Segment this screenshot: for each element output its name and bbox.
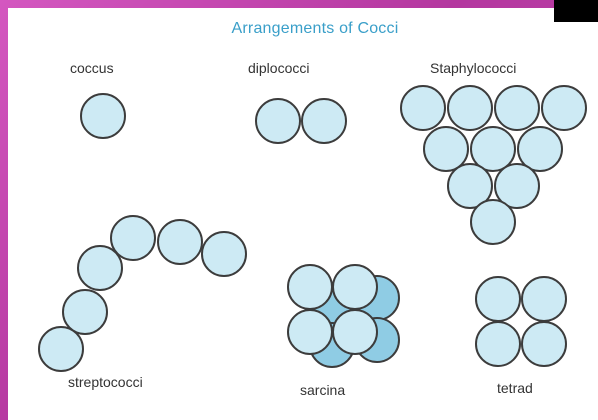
tetrad-cell — [521, 321, 567, 367]
label-sarcina: sarcina — [300, 382, 346, 398]
coccus-group — [80, 93, 126, 139]
sarcina-cell-front — [332, 264, 378, 310]
staphylococcus-cell — [494, 85, 540, 131]
corner-block — [554, 0, 598, 22]
sarcina-cell-front — [287, 309, 333, 355]
streptococcus-cell — [38, 326, 84, 372]
sarcina-cell-front — [332, 309, 378, 355]
streptococcus-cell — [201, 231, 247, 277]
diplococci-group — [255, 98, 347, 144]
sarcina-cell-front — [287, 264, 333, 310]
staphylococcus-cell — [470, 126, 516, 172]
streptococcus-cell — [77, 245, 123, 291]
staphylococcus-cell — [447, 85, 493, 131]
label-coccus: coccus — [70, 60, 114, 76]
staphylococcus-cell — [517, 126, 563, 172]
coccus-cell — [80, 93, 126, 139]
staphylococcus-cell — [423, 126, 469, 172]
staphylococcus-cell — [470, 199, 516, 245]
streptococci-group — [38, 215, 247, 372]
tetrad-group — [475, 276, 567, 367]
tetrad-cell — [475, 321, 521, 367]
figure-title: Arrangements of Cocci — [231, 20, 399, 37]
streptococcus-cell — [110, 215, 156, 261]
staphylococcus-cell — [494, 163, 540, 209]
label-streptococci: streptococci — [68, 374, 143, 390]
streptococcus-cell — [157, 219, 203, 265]
tetrad-cell — [521, 276, 567, 322]
diplococcus-cell — [255, 98, 301, 144]
staphylococcus-cell — [447, 163, 493, 209]
tetrad-cell — [475, 276, 521, 322]
label-tetrad: tetrad — [497, 380, 533, 396]
sarcina-group — [287, 264, 400, 368]
diplococcus-cell — [301, 98, 347, 144]
streptococcus-cell — [62, 289, 108, 335]
label-diplococci: diplococci — [248, 60, 310, 76]
staphylococci-group — [400, 85, 587, 245]
staphylococcus-cell — [400, 85, 446, 131]
staphylococcus-cell — [541, 85, 587, 131]
label-staphylococci: Staphylococci — [430, 60, 517, 76]
